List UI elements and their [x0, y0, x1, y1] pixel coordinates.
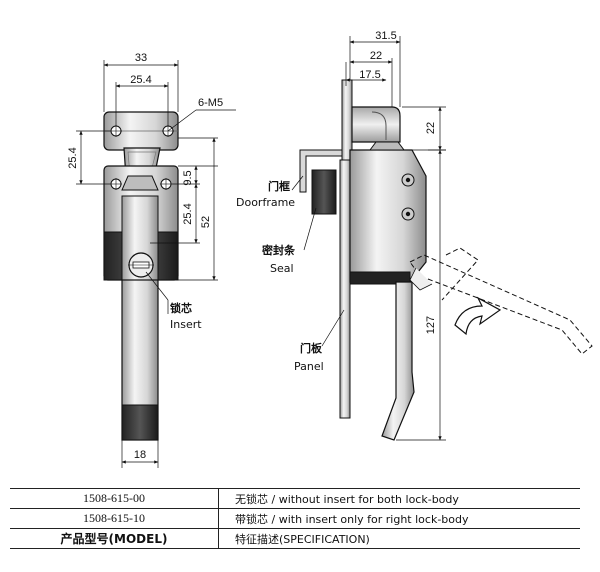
insert-label-cn: 锁芯 [170, 301, 192, 315]
side-view: 31.5 22 17.5 22 127 门框 Doorframe 密封条 Sea… [236, 30, 593, 441]
rotation-arrow-icon [454, 296, 502, 336]
holes-label: 6-M5 [198, 97, 223, 109]
dim-height-22: 22 [425, 122, 437, 134]
dim-width-33: 33 [135, 52, 147, 64]
table-row: 1508-615-10 带锁芯 / with insert only for r… [10, 508, 580, 529]
dim-width-25-4: 25.4 [130, 74, 151, 86]
dim-width-31-5: 31.5 [375, 30, 396, 42]
seal-label-cn: 密封条 [262, 243, 296, 257]
insert-label-en: Insert [170, 318, 202, 331]
seal-label-en: Seal [270, 262, 294, 275]
dim-width-17-5: 17.5 [359, 69, 380, 81]
doorframe-label-cn: 门框 [268, 179, 290, 193]
spec-cell: 无锁芯 / without insert for both lock-body [218, 488, 580, 509]
top-bracket [351, 106, 401, 143]
panel-label-en: Panel [294, 360, 324, 373]
front-view: 33 25.4 25.4 6-M5 9.5 25.4 52 18 [67, 52, 236, 468]
table-header-row: 产品型号(MODEL) 特征描述(SPECIFICATION) [10, 528, 580, 549]
handle-open-position [409, 254, 593, 355]
model-spec-table: 1508-615-00 无锁芯 / without insert for bot… [10, 488, 580, 549]
spec-header: 特征描述(SPECIFICATION) [218, 528, 580, 549]
side-lock-body [349, 149, 427, 283]
technical-drawing: 33 25.4 25.4 6-M5 9.5 25.4 52 18 [67, 30, 593, 468]
model-cell: 1508-615-00 [10, 488, 219, 509]
model-header: 产品型号(MODEL) [10, 528, 219, 549]
side-handle [381, 281, 415, 441]
dim-width-18: 18 [134, 449, 146, 461]
dim-height-25-4-left: 25.4 [67, 147, 79, 168]
panel [339, 159, 351, 419]
seal [311, 169, 337, 215]
dim-height-25-4-right: 25.4 [182, 203, 194, 224]
dim-height-9-5: 9.5 [182, 170, 194, 185]
model-cell: 1508-615-10 [10, 508, 219, 529]
doorframe-label-en: Doorframe [236, 196, 295, 209]
table-row: 1508-615-00 无锁芯 / without insert for bot… [10, 488, 580, 509]
dim-width-22: 22 [370, 50, 382, 62]
panel-label-cn: 门板 [300, 341, 323, 355]
dim-height-52: 52 [200, 216, 212, 228]
dim-height-127: 127 [425, 316, 437, 334]
spec-cell: 带锁芯 / with insert only for right lock-bo… [218, 508, 580, 529]
